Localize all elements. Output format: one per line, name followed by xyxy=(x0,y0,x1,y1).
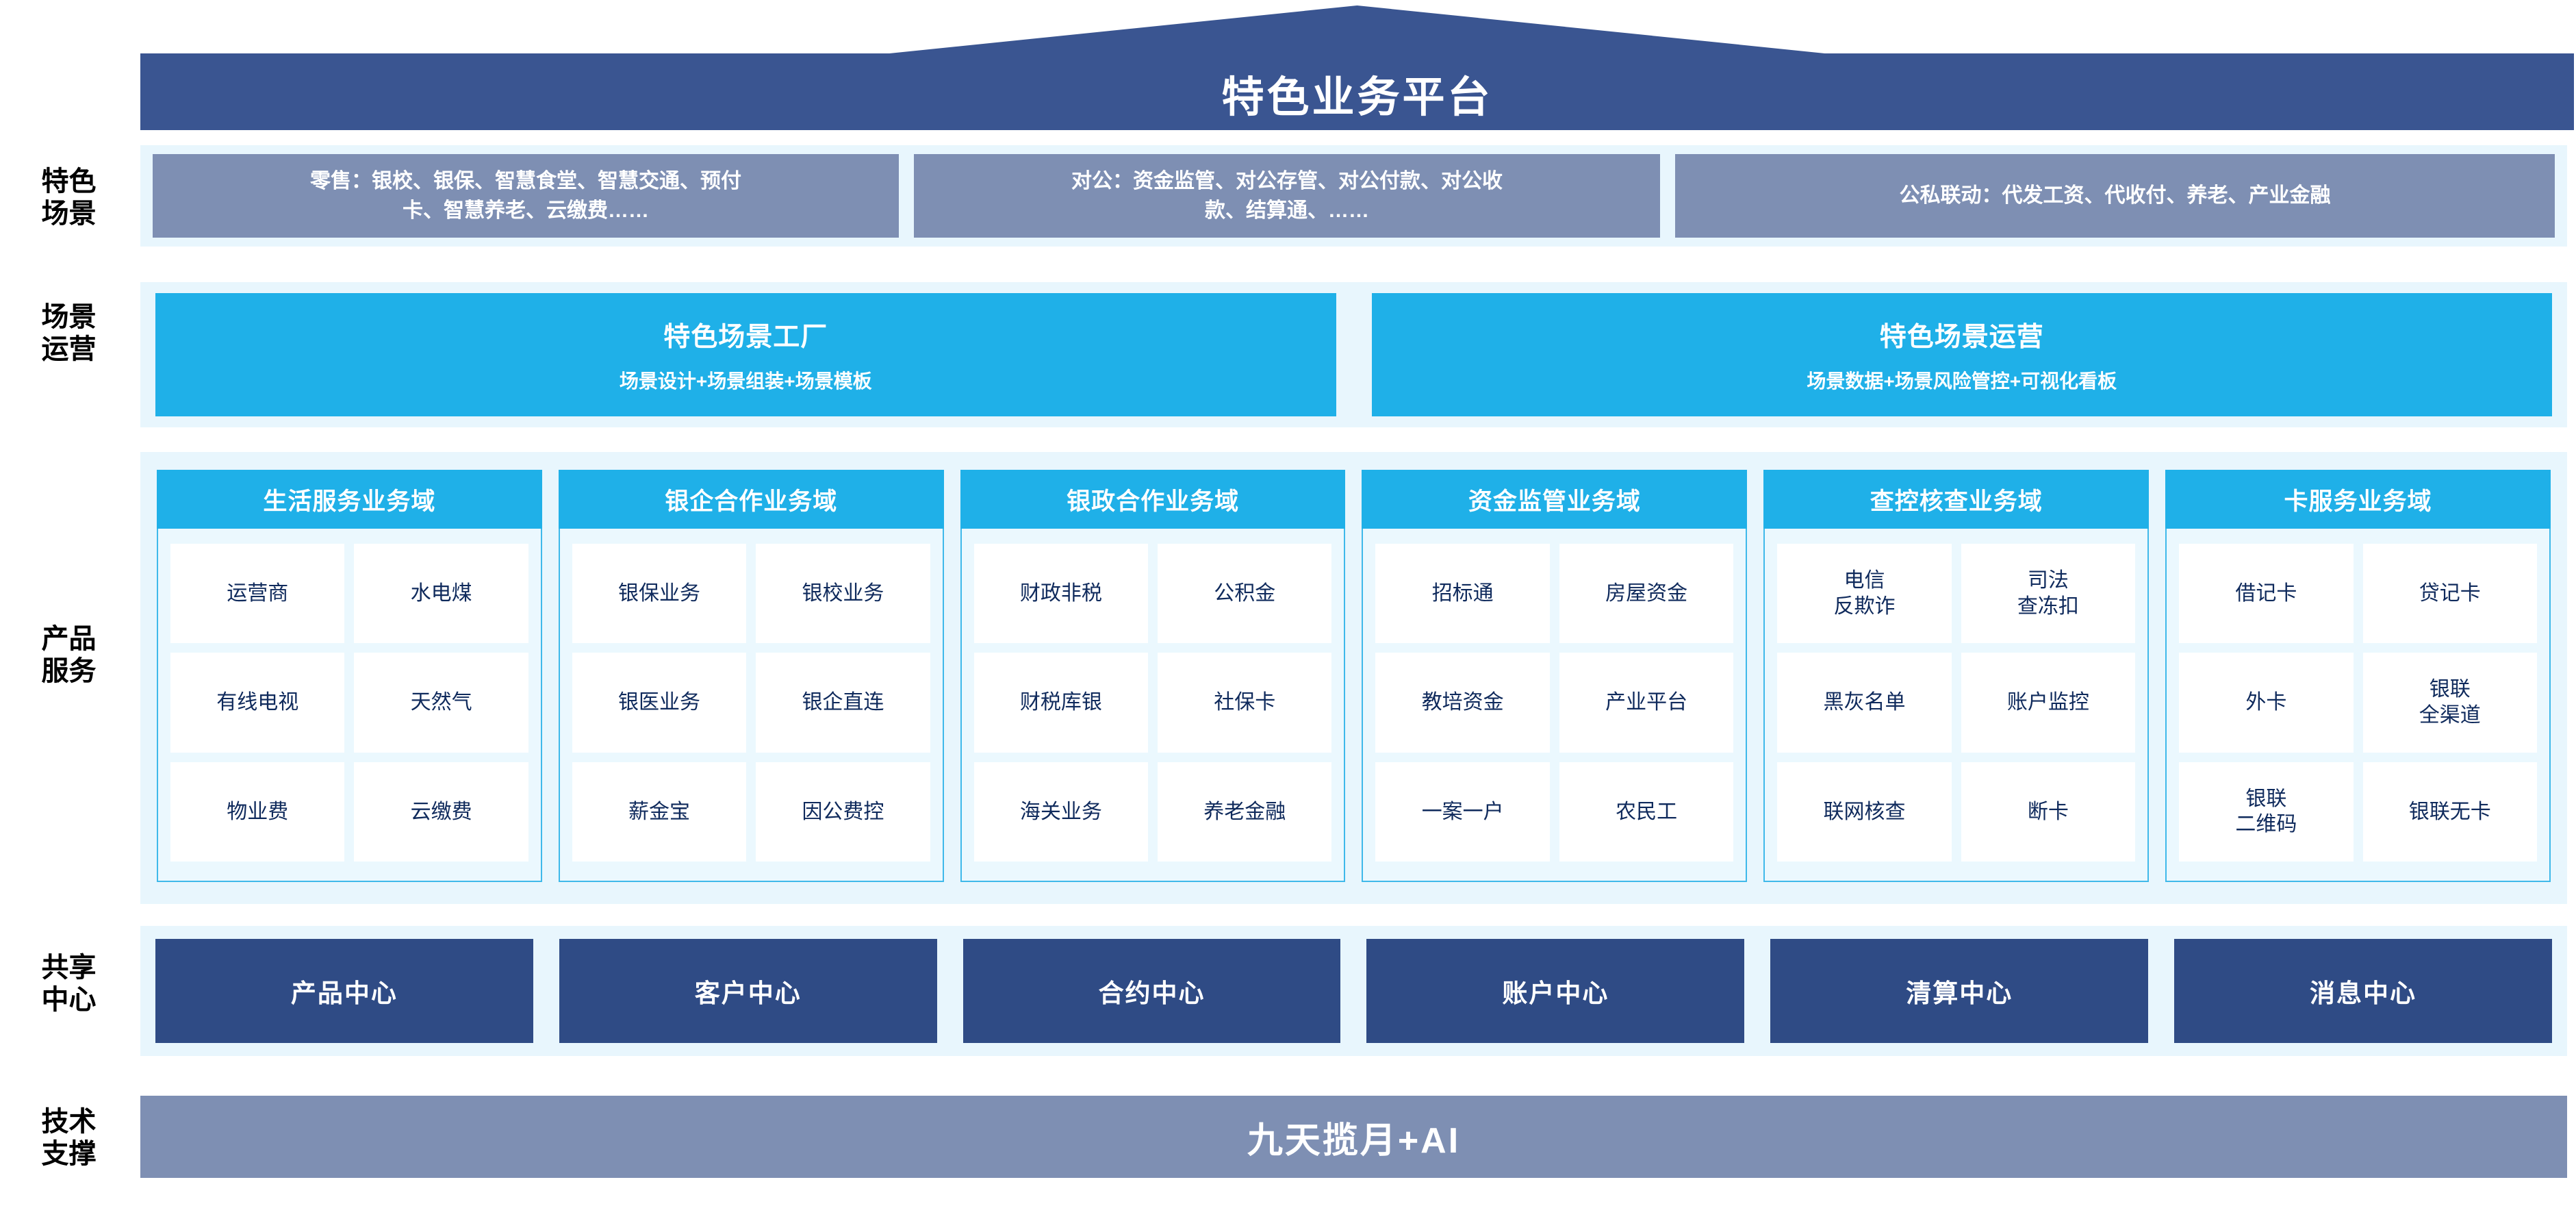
platform-header-roof: 特色业务平台 xyxy=(140,5,2574,130)
domain-cell[interactable]: 招标通 xyxy=(1375,544,1550,644)
domain-cell[interactable]: 农民工 xyxy=(1559,762,1734,862)
domain-cell[interactable]: 房屋资金 xyxy=(1559,544,1734,644)
domain-cell[interactable]: 司法 查冻扣 xyxy=(1961,544,2136,644)
domain-cell[interactable]: 联网核查 xyxy=(1777,762,1952,862)
business-domain-life-service: 生活服务业务域 运营商 水电煤 有线电视 天然气 物业费 云缴费 xyxy=(157,470,542,882)
domain-cell[interactable]: 教培资金 xyxy=(1375,653,1550,753)
tech-support-bar[interactable]: 九天揽月+AI xyxy=(140,1096,2567,1178)
scenario-box-retail[interactable]: 零售：银校、银保、智慧食堂、智慧交通、预付 卡、智慧养老、云缴费…… xyxy=(153,154,899,238)
row-label-operations: 场景 运营 xyxy=(41,302,97,365)
row-label-tech: 技术 支撑 xyxy=(41,1107,97,1170)
domain-cell[interactable]: 电信 反欺诈 xyxy=(1777,544,1952,644)
scenario-band: 零售：银校、银保、智慧食堂、智慧交通、预付 卡、智慧养老、云缴费…… 对公：资金… xyxy=(140,145,2567,247)
shared-center-list: 产品中心 客户中心 合约中心 账户中心 清算中心 消息中心 xyxy=(140,926,2567,1056)
operations-box-scenario-factory[interactable]: 特色场景工厂 场景设计+场景组装+场景模板 xyxy=(155,293,1336,416)
domain-cell-grid: 电信 反欺诈 司法 查冻扣 黑灰名单 账户监控 联网核查 断卡 xyxy=(1763,529,2150,882)
business-domain-fund-supervision: 资金监管业务域 招标通 房屋资金 教培资金 产业平台 一案一户 农民工 xyxy=(1362,470,1748,882)
domain-cell[interactable]: 银联 二维码 xyxy=(2179,762,2354,862)
domain-cell-grid: 借记卡 贷记卡 外卡 银联 全渠道 银联 二维码 银联无卡 xyxy=(2165,529,2551,882)
domain-title: 查控核查业务域 xyxy=(1763,470,2150,529)
shared-center-account[interactable]: 账户中心 xyxy=(1366,939,1745,1043)
operations-box-list: 特色场景工厂 场景设计+场景组装+场景模板 特色场景运营 场景数据+场景风险管控… xyxy=(140,282,2567,427)
operations-subtitle-factory: 场景设计+场景组装+场景模板 xyxy=(619,370,872,392)
row-label-scenario: 特色 场景 xyxy=(41,166,97,229)
domain-cell[interactable]: 财政非税 xyxy=(973,544,1149,644)
products-band: 生活服务业务域 运营商 水电煤 有线电视 天然气 物业费 云缴费 银企合作业务域… xyxy=(140,452,2567,904)
domain-cell[interactable]: 水电煤 xyxy=(354,544,528,644)
domain-cell[interactable]: 因公费控 xyxy=(756,762,930,862)
shared-center-customer[interactable]: 客户中心 xyxy=(559,939,937,1043)
domain-cell[interactable]: 外卡 xyxy=(2179,653,2354,753)
row-label-shared: 共享 中心 xyxy=(41,953,97,1016)
domain-title: 生活服务业务域 xyxy=(157,470,542,529)
domain-cell[interactable]: 财税库银 xyxy=(973,653,1149,753)
shared-center-band: 产品中心 客户中心 合约中心 账户中心 清算中心 消息中心 xyxy=(140,926,2567,1056)
operations-subtitle-operation: 场景数据+场景风险管控+可视化看板 xyxy=(1807,370,2117,392)
tech-support-band: 九天揽月+AI xyxy=(140,1096,2567,1178)
domain-cell[interactable]: 有线电视 xyxy=(170,653,345,753)
domain-cell[interactable]: 养老金融 xyxy=(1158,762,1332,862)
domain-cell[interactable]: 银联无卡 xyxy=(2362,762,2537,862)
operations-title-operation: 特色场景运营 xyxy=(1879,323,2044,352)
roof-base-bar xyxy=(140,53,2574,130)
domain-title: 卡服务业务域 xyxy=(2165,470,2551,529)
shared-center-message[interactable]: 消息中心 xyxy=(2174,939,2552,1043)
shared-center-product[interactable]: 产品中心 xyxy=(155,939,533,1043)
domain-cell[interactable]: 银医业务 xyxy=(572,653,747,753)
domain-title: 银政合作业务域 xyxy=(960,470,1346,529)
business-domain-investigation-control: 查控核查业务域 电信 反欺诈 司法 查冻扣 黑灰名单 账户监控 联网核查 断卡 xyxy=(1763,470,2150,882)
shared-center-clearing[interactable]: 清算中心 xyxy=(1770,939,2149,1043)
domain-cell[interactable]: 海关业务 xyxy=(973,762,1149,862)
domain-cell[interactable]: 产业平台 xyxy=(1559,653,1734,753)
domain-cell-grid: 财政非税 公积金 财税库银 社保卡 海关业务 养老金融 xyxy=(960,529,1346,882)
business-domain-card-service: 卡服务业务域 借记卡 贷记卡 外卡 银联 全渠道 银联 二维码 银联无卡 xyxy=(2165,470,2551,882)
domain-title: 资金监管业务域 xyxy=(1362,470,1748,529)
domain-cell-grid: 招标通 房屋资金 教培资金 产业平台 一案一户 农民工 xyxy=(1362,529,1748,882)
domain-cell[interactable]: 银校业务 xyxy=(756,544,930,644)
domain-cell[interactable]: 公积金 xyxy=(1158,544,1332,644)
domain-cell[interactable]: 银联 全渠道 xyxy=(2362,653,2537,753)
shared-center-contract[interactable]: 合约中心 xyxy=(962,939,1341,1043)
domain-cell[interactable]: 运营商 xyxy=(170,544,345,644)
domain-cell[interactable]: 云缴费 xyxy=(354,762,528,862)
business-domain-bank-enterprise: 银企合作业务域 银保业务 银校业务 银医业务 银企直连 薪金宝 因公费控 xyxy=(558,470,944,882)
domain-cell[interactable]: 借记卡 xyxy=(2179,544,2354,644)
domain-cell[interactable]: 一案一户 xyxy=(1375,762,1550,862)
domain-cell[interactable]: 银企直连 xyxy=(756,653,930,753)
domain-cell[interactable]: 贷记卡 xyxy=(2362,544,2537,644)
operations-box-scenario-operation[interactable]: 特色场景运营 场景数据+场景风险管控+可视化看板 xyxy=(1371,293,2552,416)
scenario-box-corporate[interactable]: 对公：资金监管、对公存管、对公付款、对公收 款、结算通、…… xyxy=(914,154,1660,238)
domain-cell[interactable]: 物业费 xyxy=(170,762,345,862)
row-label-products: 产品 服务 xyxy=(41,624,97,687)
page-title: 特色业务平台 xyxy=(1221,74,1493,121)
domain-cell-grid: 银保业务 银校业务 银医业务 银企直连 薪金宝 因公费控 xyxy=(558,529,944,882)
operations-band: 特色场景工厂 场景设计+场景组装+场景模板 特色场景运营 场景数据+场景风险管控… xyxy=(140,282,2567,427)
business-domain-list: 生活服务业务域 运营商 水电煤 有线电视 天然气 物业费 云缴费 银企合作业务域… xyxy=(140,452,2567,904)
domain-cell[interactable]: 银保业务 xyxy=(572,544,747,644)
domain-cell[interactable]: 社保卡 xyxy=(1158,653,1332,753)
domain-cell[interactable]: 薪金宝 xyxy=(572,762,747,862)
domain-cell[interactable]: 账户监控 xyxy=(1961,653,2136,753)
domain-cell[interactable]: 天然气 xyxy=(354,653,528,753)
domain-cell-grid: 运营商 水电煤 有线电视 天然气 物业费 云缴费 xyxy=(157,529,542,882)
operations-title-factory: 特色场景工厂 xyxy=(663,323,828,352)
scenario-box-list: 零售：银校、银保、智慧食堂、智慧交通、预付 卡、智慧养老、云缴费…… 对公：资金… xyxy=(140,145,2567,247)
scenario-box-public-private[interactable]: 公私联动：代发工资、代收付、养老、产业金融 xyxy=(1675,154,2555,238)
business-domain-bank-government: 银政合作业务域 财政非税 公积金 财税库银 社保卡 海关业务 养老金融 xyxy=(960,470,1346,882)
domain-cell[interactable]: 黑灰名单 xyxy=(1777,653,1952,753)
domain-title: 银企合作业务域 xyxy=(558,470,944,529)
domain-cell[interactable]: 断卡 xyxy=(1961,762,2136,862)
